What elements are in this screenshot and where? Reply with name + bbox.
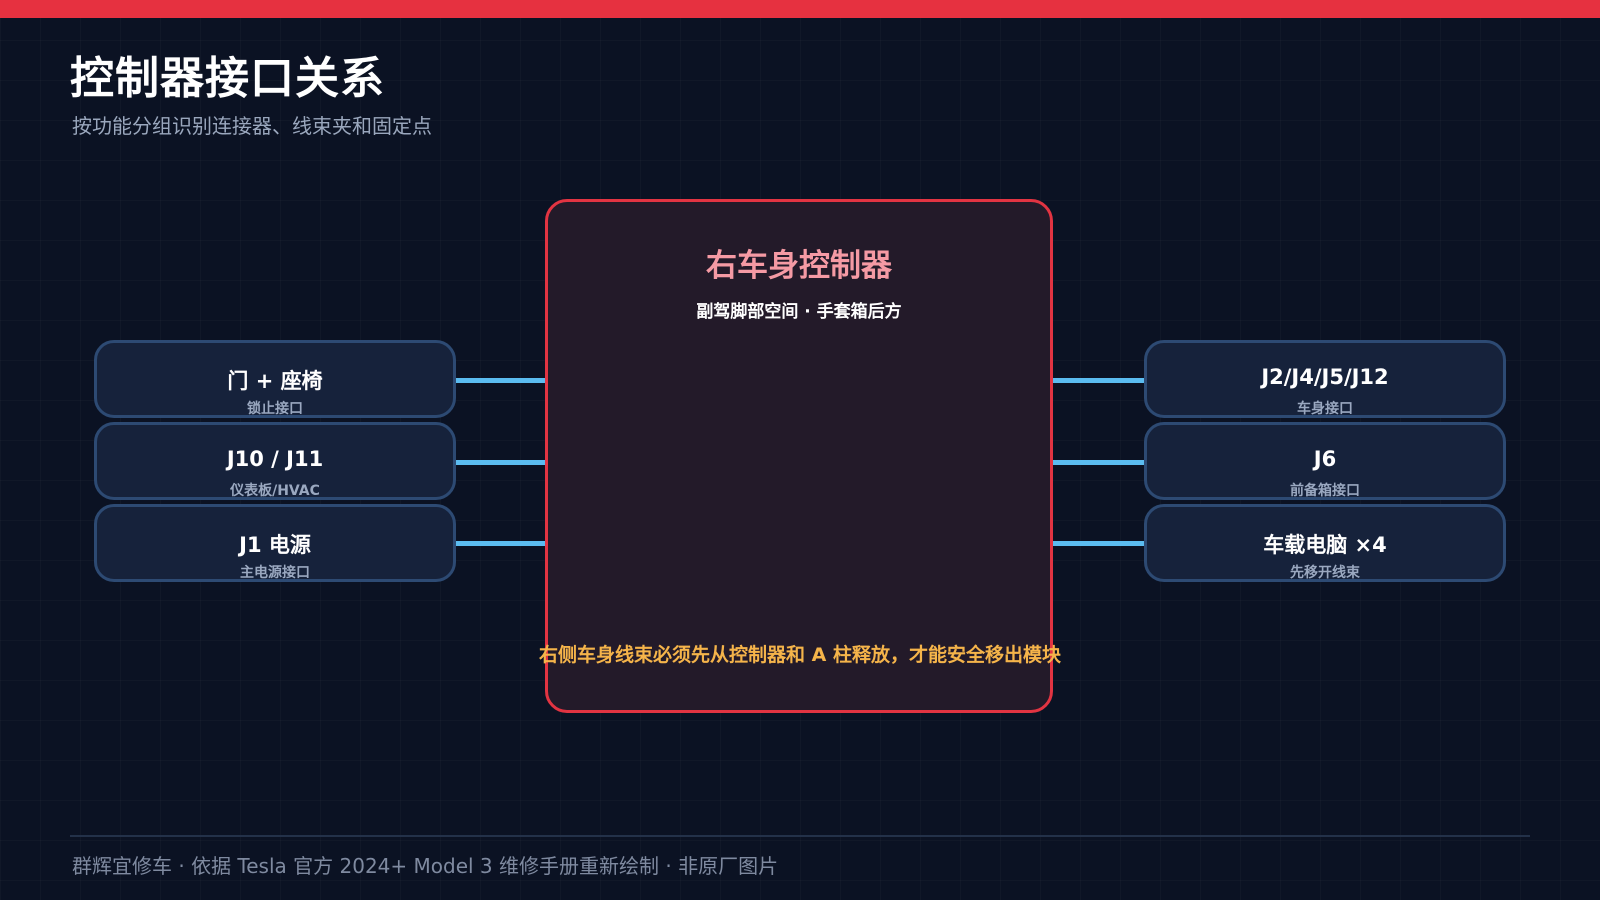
port-left-j10-j11: J10 / J11 仪表板/HVAC xyxy=(94,422,456,500)
controller-location: 副驾脚部空间 · 手套箱后方 xyxy=(696,302,902,322)
footer-divider xyxy=(70,835,1530,837)
controller-box: 右车身控制器 副驾脚部空间 · 手套箱后方 xyxy=(545,199,1053,713)
link-right-1 xyxy=(1050,378,1146,383)
port-sublabel: 主电源接口 xyxy=(240,565,310,581)
port-left-j1-power: J1 电源 主电源接口 xyxy=(94,504,456,582)
link-right-3 xyxy=(1050,541,1146,546)
port-sublabel: 车身接口 xyxy=(1297,401,1353,417)
port-left-door-seat: 门 + 座椅 锁止接口 xyxy=(94,340,456,418)
port-label: J1 电源 xyxy=(239,533,311,557)
top-accent-bar xyxy=(0,0,1600,18)
port-label: J6 xyxy=(1313,447,1337,471)
link-left-1 xyxy=(452,378,548,383)
port-right-body-connectors: J2/J4/J5/J12 车身接口 xyxy=(1144,340,1506,418)
link-left-2 xyxy=(452,460,548,465)
port-sublabel: 前备箱接口 xyxy=(1290,483,1360,499)
footer-credit: 群辉宜修车 · 依据 Tesla 官方 2024+ Model 3 维修手册重新… xyxy=(72,854,779,878)
port-sublabel: 先移开线束 xyxy=(1290,565,1360,581)
port-label: J10 / J11 xyxy=(226,447,324,471)
port-sublabel: 锁止接口 xyxy=(247,401,303,417)
port-label: J2/J4/J5/J12 xyxy=(1261,365,1389,389)
page-title: 控制器接口关系 xyxy=(70,53,385,104)
link-left-3 xyxy=(452,541,548,546)
link-right-2 xyxy=(1050,460,1146,465)
controller-warning-note: 右侧车身线束必须先从控制器和 A 柱释放，才能安全移出模块 xyxy=(539,644,1061,666)
port-right-car-computer: 车载电脑 ×4 先移开线束 xyxy=(1144,504,1506,582)
port-label: 门 + 座椅 xyxy=(227,369,323,393)
port-sublabel: 仪表板/HVAC xyxy=(230,483,320,499)
page-subtitle: 按功能分组识别连接器、线束夹和固定点 xyxy=(72,114,432,138)
controller-title: 右车身控制器 xyxy=(706,248,892,284)
port-right-j6: J6 前备箱接口 xyxy=(1144,422,1506,500)
port-label: 车载电脑 ×4 xyxy=(1263,533,1387,557)
